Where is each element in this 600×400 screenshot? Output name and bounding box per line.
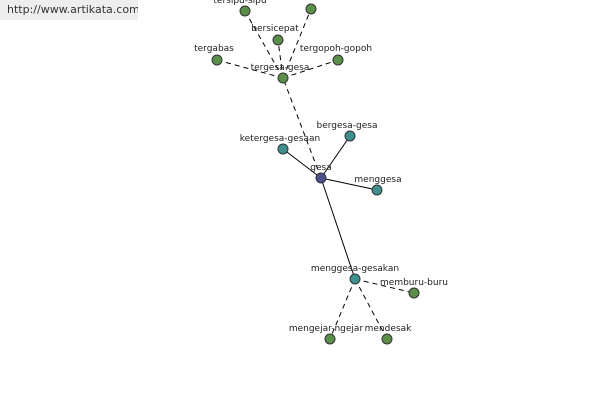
node-gesa[interactable] [315,172,327,184]
node-bersicepat[interactable] [272,34,284,46]
node-label-tersipu-sipu: tersipu-sipu [213,0,266,6]
node-ketergesa-gesaan[interactable] [277,143,289,155]
node-menggesa[interactable] [371,184,383,196]
edge-tergesa-gesa-bersicepat [277,39,284,79]
edge-tergesa-gesa-tersipu-sipu [244,10,284,79]
edge-menggesa-gesakan-memburu-buru [354,278,415,294]
node-tergesa-gesa[interactable] [277,72,289,84]
node-tergopoh-gopoh[interactable] [332,54,344,66]
edge-gesa-bergesa-gesa [320,135,351,179]
node-memburu-buru[interactable] [408,287,420,299]
node-label-mengejar-ngejar: mengejar-ngejar [289,324,364,334]
graph-labels: gesa ketergesa-gesaan bergesa-gesa menggesa… [194,0,448,334]
node-label-menggesa-gesakan: menggesa-gesakan [311,264,399,274]
node-label-ketergesa-gesaan: ketergesa-gesaan [240,134,320,144]
node-bergesa-gesa[interactable] [344,130,356,142]
graph-edges [216,8,415,340]
node-label-tergabas: tergabas [194,44,234,54]
node-label-tergesa-gesa: tergesa-gesa [251,63,310,73]
node-label-bersicepat: bersicepat [251,24,299,34]
node-top-right[interactable] [305,3,317,15]
node-mendesak[interactable] [381,333,393,345]
node-tergabas[interactable] [211,54,223,66]
edge-gesa-menggesa [320,177,378,191]
node-label-bergesa-gesa: bergesa-gesa [317,121,378,131]
node-menggesa-gesakan[interactable] [349,273,361,285]
graph-nodes [211,3,420,345]
edge-tergesa-gesa-tergopoh-gopoh [282,59,339,79]
node-label-menggesa: menggesa [354,175,401,185]
node-label-gesa: gesa [310,163,331,173]
node-label-tergopoh-gopoh: tergopoh-gopoh [300,44,372,54]
node-mengejar-ngejar[interactable] [324,333,336,345]
node-label-mendesak: mendesak [365,324,412,334]
edge-tergesa-gesa-top-right [282,8,312,79]
edge-menggesa-gesakan-mengejar-ngejar [329,278,356,340]
site-url-watermark: http://www.artikata.com [0,0,138,20]
node-tersipu-sipu[interactable] [239,5,251,17]
edge-menggesa-gesakan-mendesak [354,278,388,340]
node-label-memburu-buru: memburu-buru [380,278,448,288]
edge-gesa-menggesa-gesakan [320,177,356,280]
edge-tergesa-gesa-tergabas [216,59,284,79]
edge-gesa-ketergesa-gesaan [282,148,322,179]
